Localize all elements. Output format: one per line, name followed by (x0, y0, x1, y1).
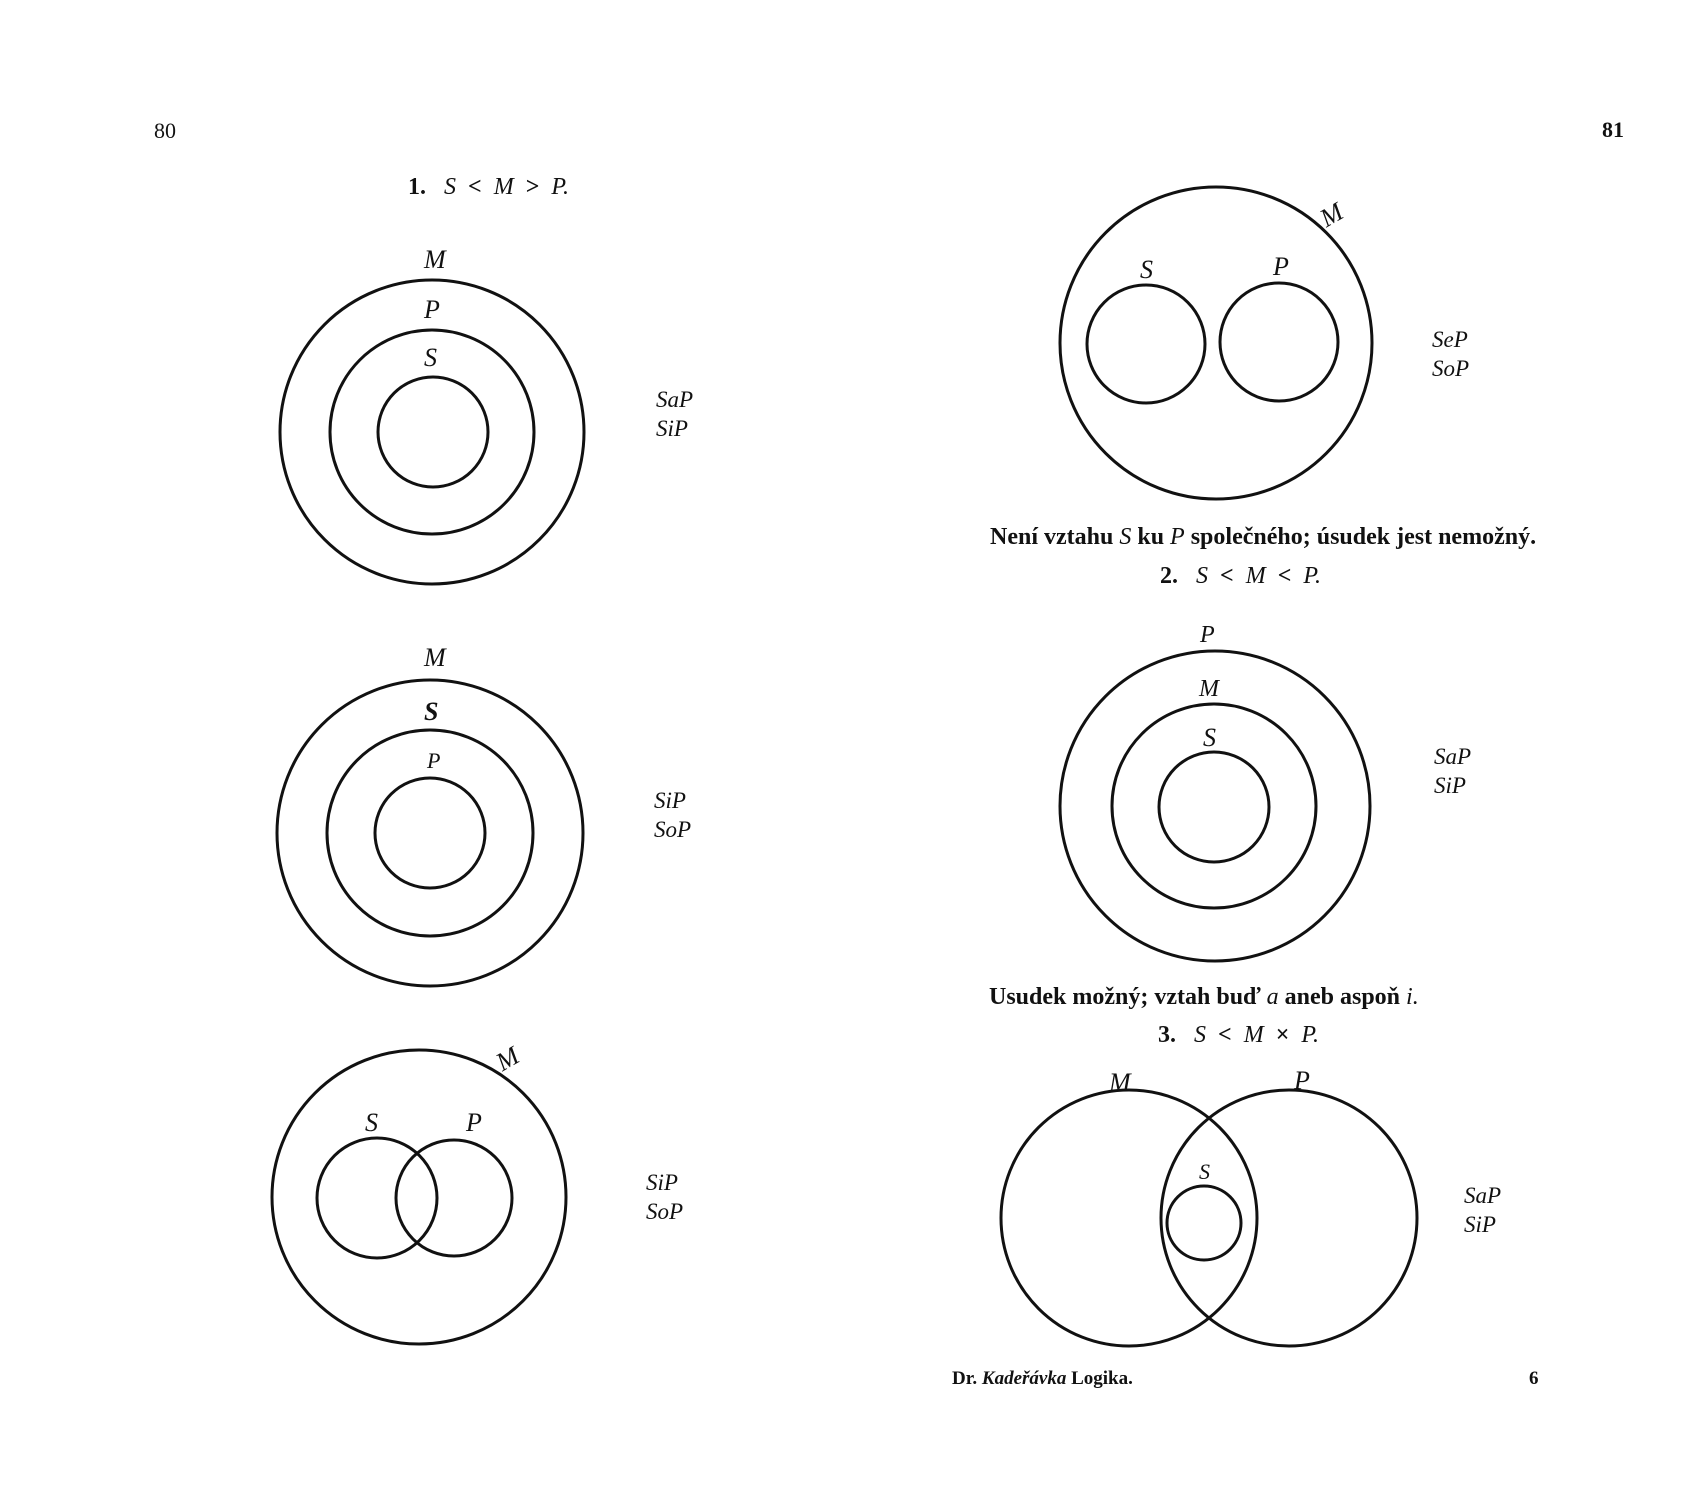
circle-m (270, 1048, 568, 1346)
label-p: P (1272, 252, 1289, 281)
circle-p (1159, 1088, 1419, 1348)
label-p: P (426, 748, 440, 773)
circle-p (373, 776, 487, 890)
circle-m (278, 278, 586, 586)
circle-p (394, 1138, 514, 1258)
circle-p (328, 328, 536, 536)
circle-s (325, 728, 535, 938)
circle-p (1058, 649, 1372, 963)
label-s: S (1203, 723, 1216, 752)
heading-syllogism-3: 3. S < M × P. (1158, 1022, 1319, 1048)
footer-sheet-number: 6 (1529, 1368, 1539, 1389)
propositions-figure-b: SaP SiP (1434, 744, 1472, 798)
page-number-left: 80 (154, 118, 176, 143)
circle-m (1058, 185, 1374, 501)
figure-concentric-m-s-p: M S P (275, 643, 585, 988)
figure-concentric-m-p-s: M P S (278, 245, 586, 586)
left-page: 80 1. S < M > P. M P S M S P (154, 118, 694, 1346)
left-page-diagrams: M P S M S P M S P (270, 245, 586, 1346)
label-m: M (1198, 676, 1221, 702)
label-s: S (1140, 255, 1153, 284)
heading-syllogism-2: 2. S < M < P. (1160, 563, 1321, 589)
footer-signature: Dr. Kadeřávka Logika. (952, 1368, 1133, 1389)
circle-s (1165, 1184, 1243, 1262)
figure-disjoint-s-p-in-m: M S P (1058, 185, 1374, 501)
circle-p (1218, 281, 1340, 403)
page-number-right: 81 (1602, 117, 1624, 142)
circle-s (1085, 283, 1207, 405)
caption-possible-inference: Usudek možný; vztah buď a aneb aspoň i. (989, 984, 1419, 1010)
label-p: P (1199, 622, 1215, 648)
right-page-diagrams: M S P P M S M P S (999, 185, 1419, 1348)
propositions-figure-1: SaP SiP (656, 387, 694, 441)
circle-m (275, 678, 585, 988)
figure-overlapping-m-p: M P S (999, 1066, 1419, 1348)
circle-m (1110, 702, 1318, 910)
propositions-figure-2: SiP SoP (654, 788, 692, 842)
figure-concentric-p-m-s: P M S (1058, 622, 1372, 963)
heading-syllogism-1: 1. S < M > P. (408, 174, 569, 200)
circle-s (1157, 750, 1271, 864)
label-p: P (465, 1108, 482, 1137)
label-p: P (1293, 1066, 1310, 1095)
label-m: M (423, 643, 447, 672)
label-m: M (423, 245, 447, 274)
circle-s (315, 1136, 439, 1260)
propositions-figure-c: SaP SiP (1464, 1183, 1502, 1237)
caption-impossible-inference: Není vztahu S ku P společného; úsudek je… (990, 524, 1537, 550)
right-page: 81 M S P P M S M P S Se (854, 0, 1708, 1500)
figure-overlapping-s-p-in-m: M S P (270, 1040, 568, 1346)
label-s: S (424, 697, 438, 726)
label-s: S (1199, 1159, 1210, 1184)
circle-s (376, 375, 490, 489)
propositions-figure-3: SiP SoP (646, 1170, 684, 1224)
label-m: M (1108, 1068, 1132, 1097)
label-p: P (423, 295, 440, 324)
circle-m (999, 1088, 1259, 1348)
label-s: S (424, 343, 437, 372)
propositions-figure-a: SeP SoP (1432, 327, 1470, 381)
label-s: S (365, 1108, 378, 1137)
